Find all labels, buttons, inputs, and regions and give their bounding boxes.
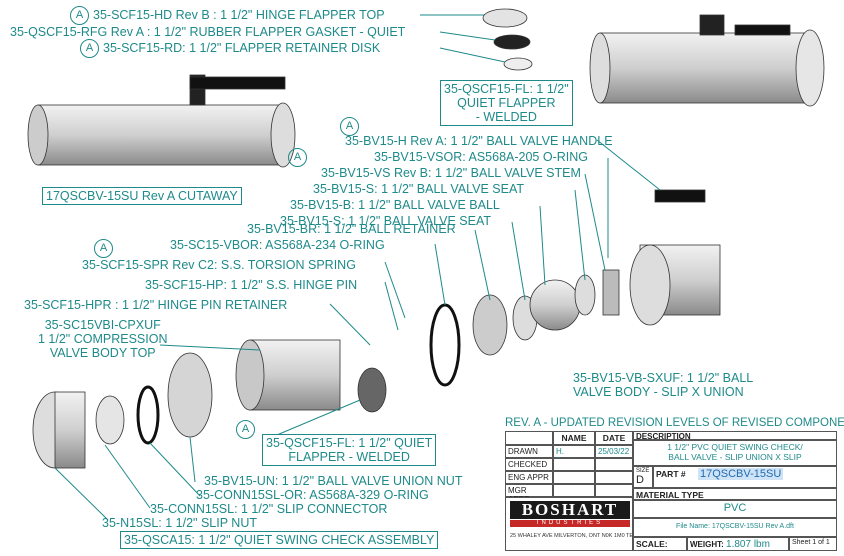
revision-marker: A [236, 420, 255, 439]
label-valve-ball: 35-BV15-B: 1 1/2" BALL VALVE BALL [290, 198, 500, 212]
tb-corner [505, 431, 553, 445]
leader-lines [54, 14, 661, 521]
flapper-parts-image [482, 8, 533, 71]
label-ball-valve-handle: 35-BV15-H Rev A: 1 1/2" BALL VALVE HANDL… [345, 134, 613, 148]
revision-marker: A [80, 39, 99, 58]
tb-material: PVC [633, 500, 837, 518]
title-block: NAME DATE DRAWN H. Brasjen 25/03/22 CHEC… [505, 431, 837, 551]
label-union-nut: 35-BV15-UN: 1 1/2" BALL VALVE UNION NUT [204, 474, 463, 488]
label-assembly: 35-QSCA15: 1 1/2" QUIET SWING CHECK ASSE… [120, 531, 439, 549]
tb-row-label: DRAWN [505, 445, 553, 458]
company-logo-block: BOSHART INDUSTRIES 25 WHALEY AVE MILVERT… [505, 497, 723, 551]
label-o-ring-234: 35-SC15-VBOR: AS568A-234 O-RING [170, 238, 385, 252]
label-compression-body: 35-SC15VBI-CPXUF 1 1/2" COMPRESSION VALV… [38, 318, 168, 360]
label-hinge-pin-retainer: 35-SCF15-HPR : 1 1/2" HINGE PIN RETAINER [24, 298, 288, 312]
tb-row-label: MGR APPR [505, 484, 553, 504]
tb-material-label: MATERIAL TYPE [633, 488, 837, 500]
label-ball-retainer: 35-BV15-BR: 1 1/2" BALL RETAINER [247, 222, 456, 236]
tb-sheet: Sheet 1 of 1 [789, 537, 837, 551]
company-logo: BOSHART INDUSTRIES [510, 501, 630, 528]
company-address: 25 WHALEY AVE MILVERTON, ONT N0K 1M0 TEL… [510, 533, 723, 539]
label-retainer-disk: 35-SCF15-RD: 1 1/2" FLAPPER RETAINER DIS… [103, 41, 381, 55]
label-hinge-pin: 35-SCF15-HP: 1 1/2" S.S. HINGE PIN [145, 278, 358, 292]
tb-row-date [595, 471, 633, 484]
tb-size-cell: SIZE D [633, 466, 653, 488]
tb-row-name [553, 484, 595, 497]
revision-marker: A [70, 6, 89, 25]
label-torsion-spring: 35-SCF15-SPR Rev C2: S.S. TORSION SPRING [82, 258, 356, 272]
tb-row-date [595, 458, 633, 471]
tb-size: D [636, 474, 644, 486]
revision-note: REV. A - UPDATED REVISION LEVELS OF REVI… [505, 417, 844, 429]
label-valve-seat-2: 35-BV15-S: 1 1/2" BALL VALVE SEAT [280, 214, 492, 228]
tb-row-name [553, 471, 595, 484]
tb-weight: 1.807 lbm [726, 539, 770, 550]
label-o-ring-205: 35-BV15-VSOR: AS568A-205 O-RING [374, 150, 588, 164]
tb-part-cell: PART # 17QSCBV-15SU [653, 466, 837, 488]
tb-row-label: CHECKED [505, 458, 553, 471]
tb-description: 1 1/2" PVC QUIET SWING CHECK/ BALL VALVE… [633, 440, 837, 466]
label-rubber-gasket: 35-QSCF15-RFG Rev A : 1 1/2" RUBBER FLAP… [10, 25, 406, 39]
revision-marker: A [340, 117, 359, 136]
tb-part-label: PART # [656, 469, 686, 479]
label-slip-nut: 35-N15SL: 1 1/2" SLIP NUT [102, 516, 257, 530]
label-hinge-flapper-top: 35-SCF15-HD Rev B : 1 1/2" HINGE FLAPPER… [93, 8, 385, 22]
revision-marker: A [288, 148, 307, 167]
tb-row-name: H. Brasjen [553, 445, 595, 465]
revision-marker: A [94, 239, 113, 258]
tb-row-label: ENG APPR [505, 471, 553, 484]
label-valve-body: 35-BV15-VB-SXUF: 1 1/2" BALL VALVE BODY … [573, 371, 754, 399]
label-valve-stem: 35-BV15-VS Rev B: 1 1/2" BALL VALVE STEM [321, 166, 581, 180]
company-logo-name: BOSHART [510, 501, 630, 519]
tb-size-label: SIZE [636, 468, 650, 474]
tb-weight-label: WEIGHT: [690, 540, 724, 549]
tb-row-date: 25/03/22 [595, 445, 633, 458]
label-quiet-flapper-bottom: 35-QSCF15-FL: 1 1/2" QUIET FLAPPER - WEL… [262, 434, 437, 466]
tb-header-date: DATE [595, 431, 633, 445]
tb-header-name: NAME [553, 431, 595, 445]
assembled-valve-image [589, 14, 825, 107]
tb-header-description: DESCRIPTION [633, 431, 837, 441]
label-slip-connector: 35-CONN15SL: 1 1/2" SLIP CONNECTOR [150, 502, 388, 516]
tb-scale-label: SCALE: [633, 537, 687, 551]
tb-row-date [595, 484, 633, 497]
label-cutaway: 17QSCBV-15SU Rev A CUTAWAY [42, 187, 242, 205]
tb-weight-cell: WEIGHT: 1.807 lbm [687, 537, 789, 551]
tb-part-number: 17QSCBV-15SU [697, 468, 784, 480]
exploded-parts-image [32, 189, 721, 469]
label-quiet-flapper-top: 35-QSCF15-FL: 1 1/2" QUIET FLAPPER - WEL… [440, 80, 573, 126]
tb-file-name: File Name: 17QSCBV-15SU Rev A.dft [633, 518, 837, 537]
company-logo-band: INDUSTRIES [510, 520, 630, 527]
label-valve-seat-1: 35-BV15-S: 1 1/2" BALL VALVE SEAT [313, 182, 525, 196]
tb-row-name [553, 458, 595, 471]
cutaway-image [27, 74, 296, 168]
label-o-ring-329: 35-CONN15SL-OR: AS568A-329 O-RING [196, 488, 429, 502]
